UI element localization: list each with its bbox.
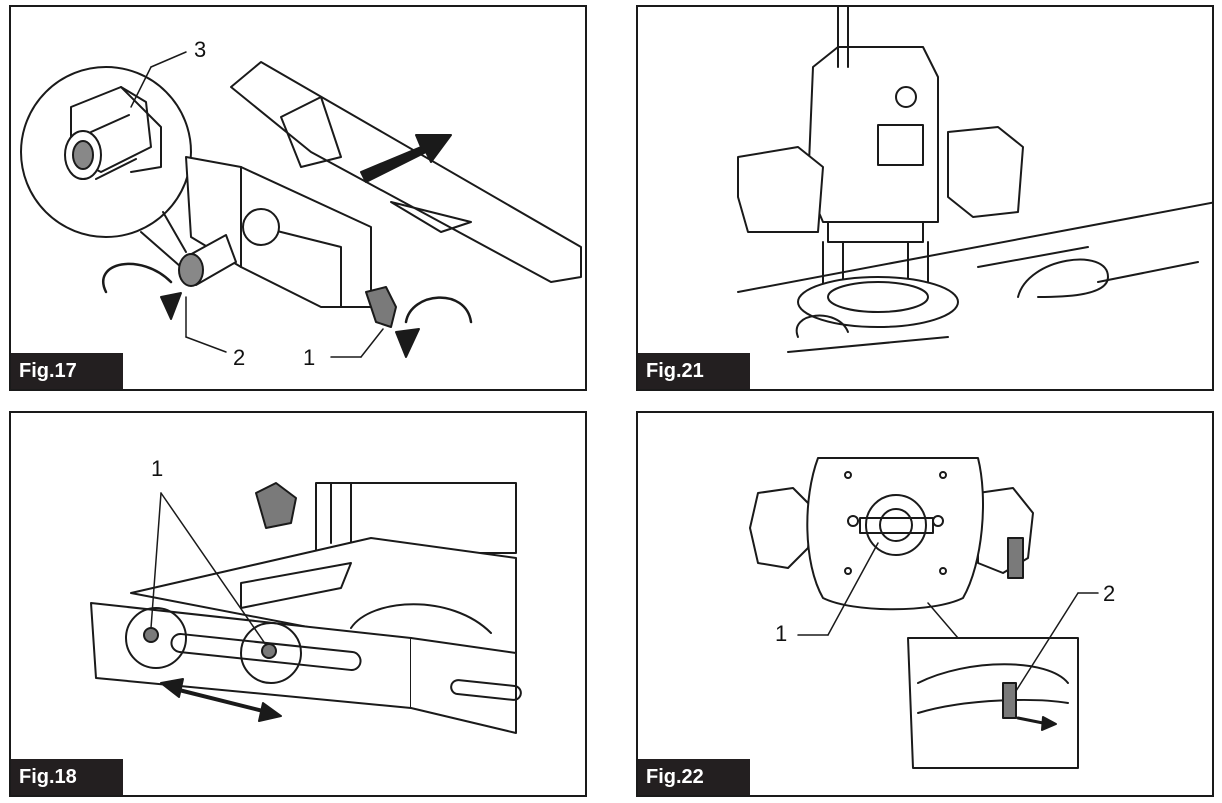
callout-3: 3 xyxy=(194,37,207,62)
callout-1: 1 xyxy=(303,345,316,370)
fig18-label: Fig.18 xyxy=(11,759,123,795)
figure-22-panel: 1 2 Fig.22 xyxy=(636,411,1214,797)
right-hand xyxy=(947,126,1024,218)
rotate-arrow-left xyxy=(102,262,173,294)
callout-2: 2 xyxy=(1103,581,1116,606)
screw-circle-left xyxy=(125,607,187,669)
figure-18-panel: 1 Fig.18 xyxy=(9,411,587,797)
router-body xyxy=(797,7,959,328)
callout-1: 1 xyxy=(775,621,788,646)
figure-21-panel: Fig.21 xyxy=(636,5,1214,391)
fig17-label: Fig.17 xyxy=(11,353,123,389)
left-handle xyxy=(749,487,814,569)
fig18-illustration xyxy=(90,482,522,734)
center-hole xyxy=(865,494,927,556)
fig17-illustration xyxy=(20,51,582,358)
callout-1: 1 xyxy=(151,456,164,481)
left-hand xyxy=(737,146,824,233)
fig21-illustration xyxy=(737,7,1212,353)
fig21-label: Fig.21 xyxy=(638,353,750,389)
adjust-knob xyxy=(178,234,237,287)
groove-curve xyxy=(1017,258,1109,298)
fig22-label: Fig.22 xyxy=(638,759,750,795)
wing-screw xyxy=(255,482,297,529)
slide-arrow xyxy=(360,134,452,183)
callout-2: 2 xyxy=(233,345,246,370)
workpiece-edge xyxy=(737,201,1212,293)
figure-17-panel: 3 2 1 Fig.17 xyxy=(9,5,587,391)
screw-circle-right xyxy=(240,622,302,684)
fig22-illustration xyxy=(749,457,1099,769)
adjust-arrow xyxy=(169,686,273,715)
wing-screw xyxy=(365,286,397,328)
right-handle xyxy=(977,487,1034,574)
inset-detail xyxy=(907,637,1079,769)
rotate-arrow-right xyxy=(404,296,473,324)
knob-detail xyxy=(64,86,162,180)
guide-body xyxy=(185,61,582,308)
